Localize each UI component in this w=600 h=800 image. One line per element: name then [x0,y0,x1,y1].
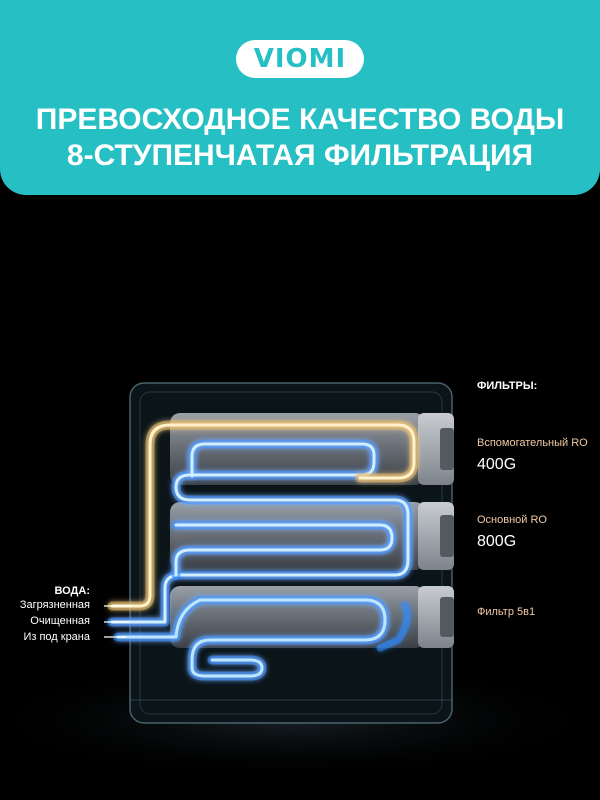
filter-main-ro-capacity: 800G [477,533,517,550]
water-pointer-arrows [104,605,132,638]
water-dirty-label: Загрязненная [19,599,90,611]
filter-illustration [0,195,600,800]
purifier-cutaway-illustration [0,382,600,780]
header-banner: VIOMI ПРЕВОСХОДНОЕ КАЧЕСТВО ВОДЫ 8-СТУПЕ… [0,0,600,195]
cartridge-aux-ro [170,413,454,485]
brand-logo: VIOMI [236,40,364,78]
water-purified-label: Очищенная [30,615,90,627]
filter-aux-ro-name: Вспомогательный RO [477,437,588,449]
headline-line-2: 8-СТУПЕНЧАТАЯ ФИЛЬТРАЦИЯ [66,139,534,172]
purified-water-flow [107,439,413,652]
tap-water-flow [113,595,390,681]
water-heading: ВОДА: [54,585,90,597]
filter-5in1-name: Фильтр 5в1 [477,606,536,618]
dirty-water-flow [107,420,419,611]
water-tap-label: Из под крана [23,631,90,643]
headline: ПРЕВОСХОДНОЕ КАЧЕСТВО ВОДЫ 8-СТУПЕНЧАТАЯ… [0,102,600,174]
filter-main-ro-name: Основной RO [477,514,547,526]
filters-heading: ФИЛЬТРЫ: [477,380,538,392]
headline-line-1: ПРЕВОСХОДНОЕ КАЧЕСТВО ВОДЫ [35,103,565,136]
brand-logo-text: VIOMI [253,44,347,74]
filter-aux-ro-capacity: 400G [477,456,517,473]
